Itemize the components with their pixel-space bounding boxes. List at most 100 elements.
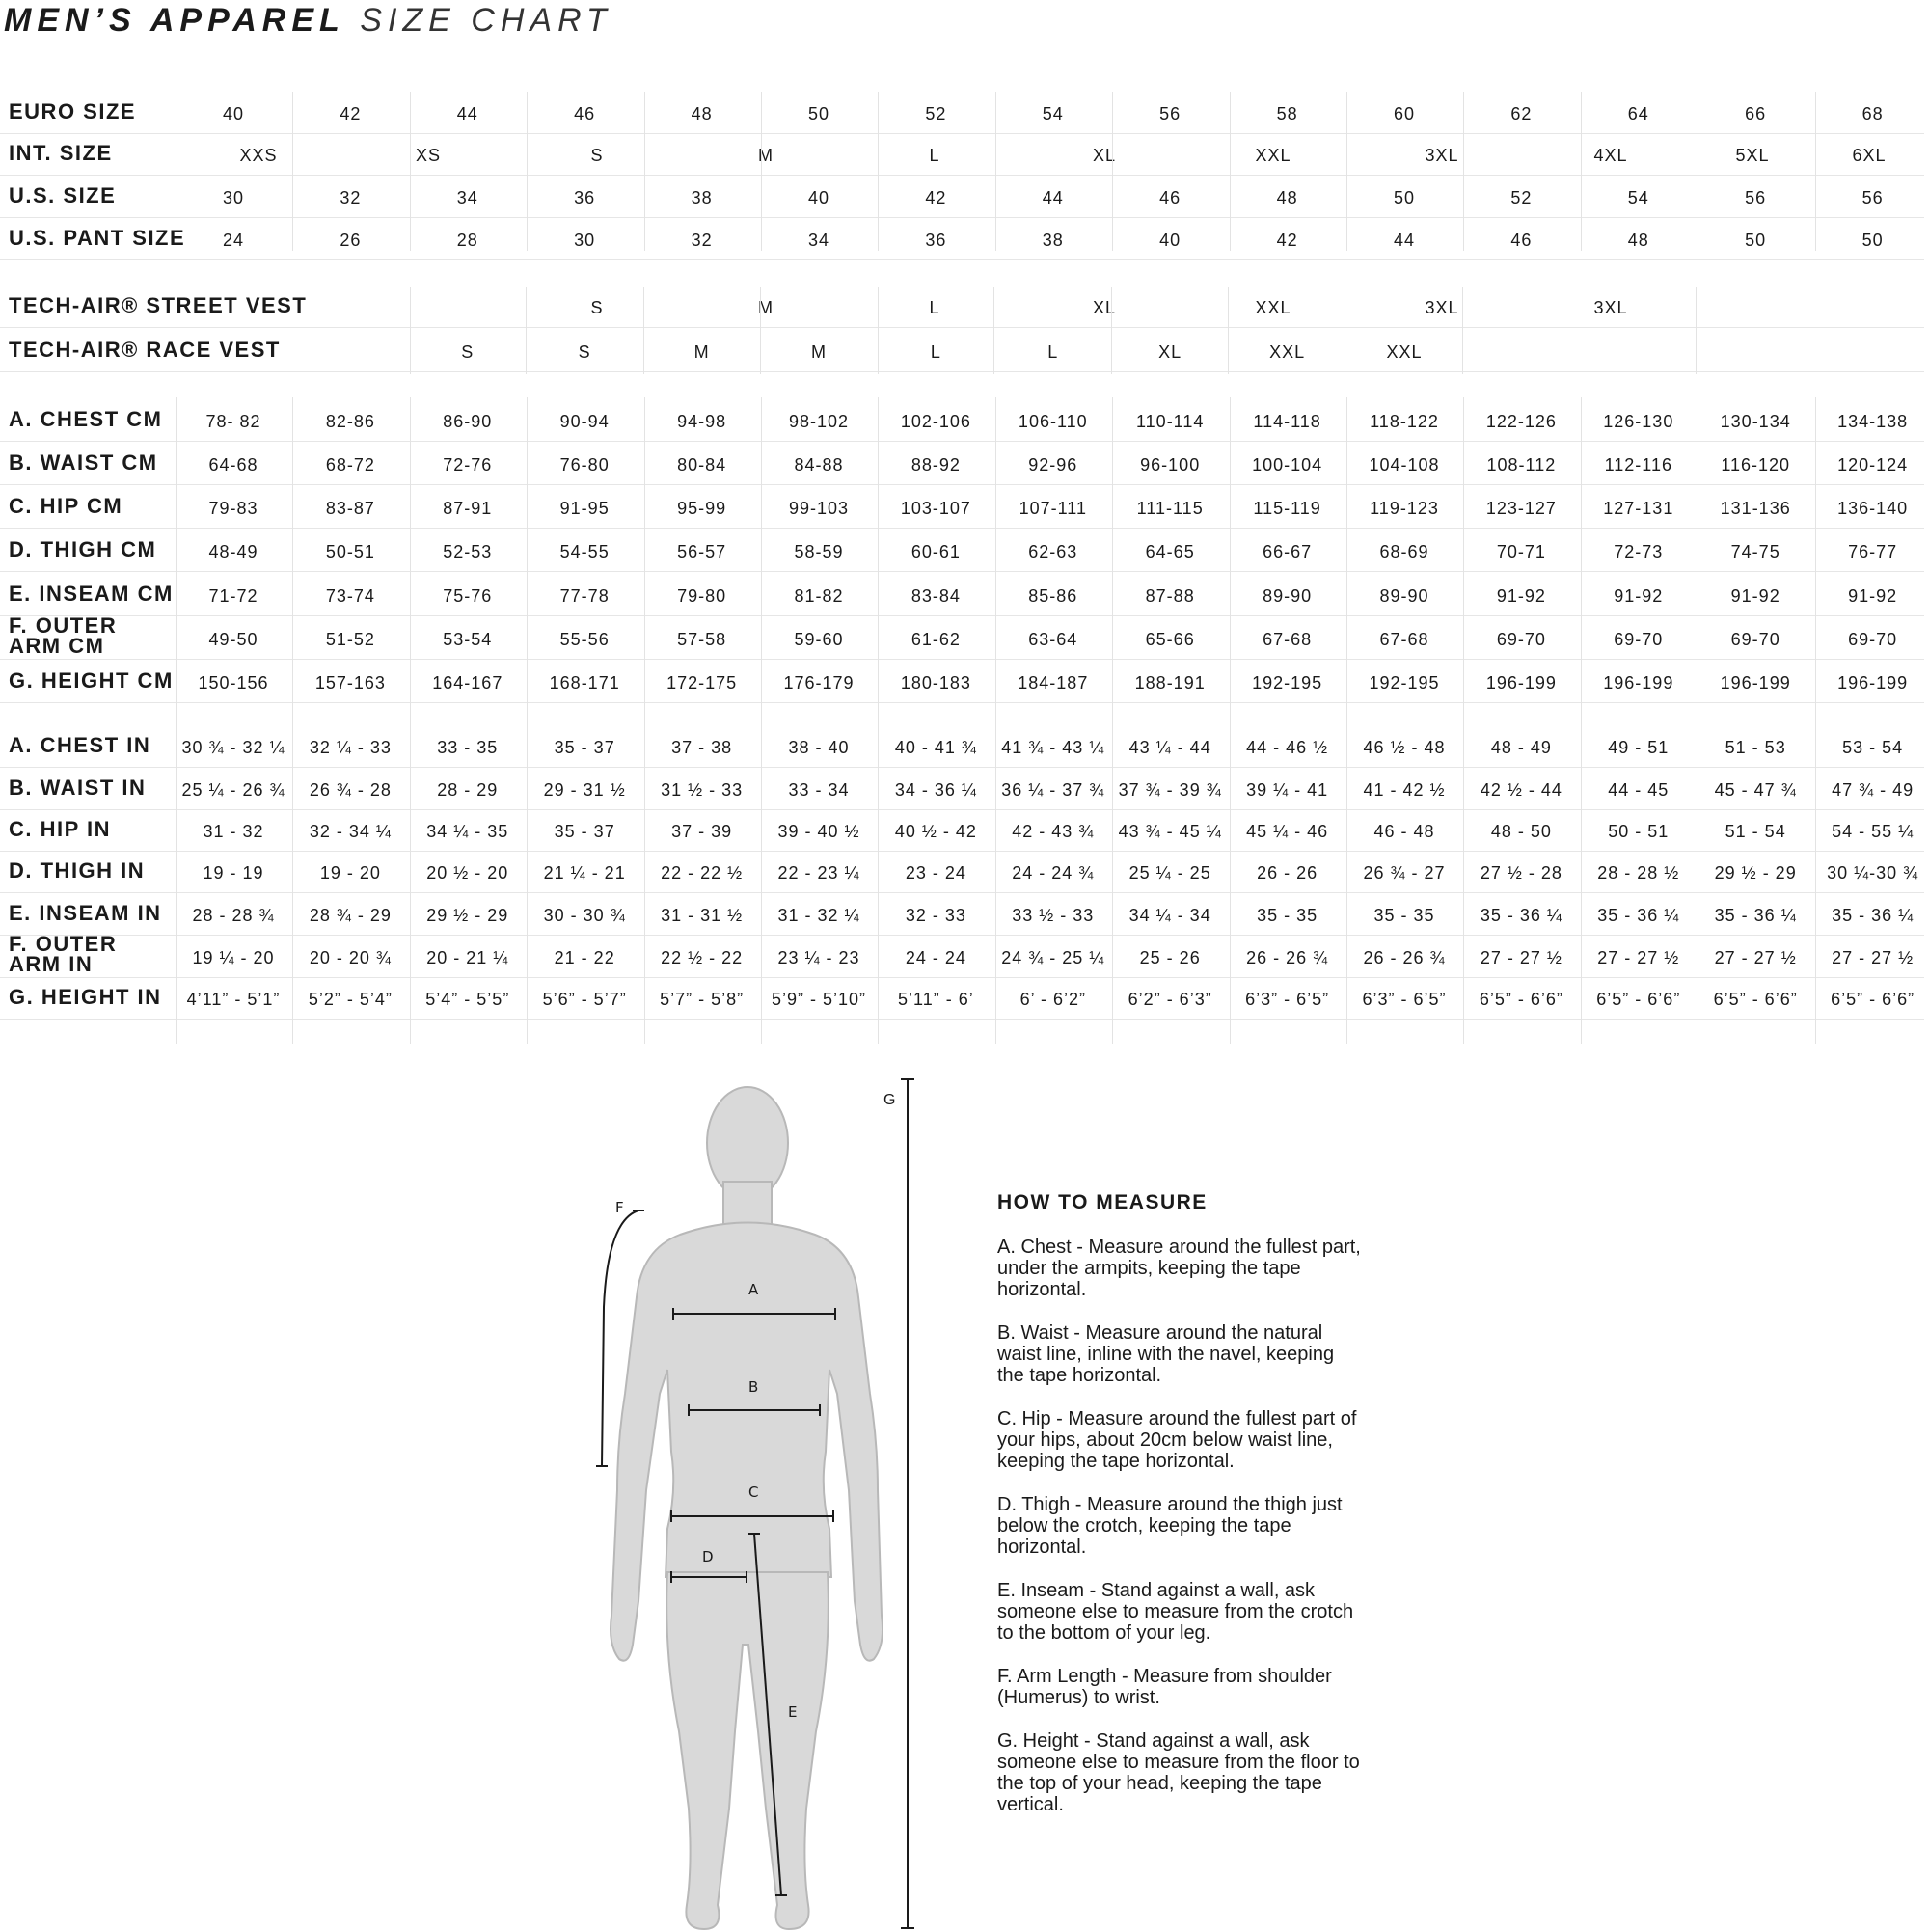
table-cell: 44 - 46 ½: [1246, 738, 1329, 757]
table-cell: 94-98: [677, 412, 727, 431]
height-guide-top-cap: [901, 1078, 914, 1080]
table-cell: 21 - 22: [554, 948, 615, 967]
table-cell: 32 - 33: [905, 906, 966, 925]
table-cell: 37 - 38: [671, 738, 733, 757]
table-cell: 20 - 21 ¼: [426, 948, 509, 967]
table-cell: 57-58: [677, 630, 727, 649]
table-cell: 46: [1510, 231, 1533, 250]
row-label: D. THIGH IN: [9, 858, 146, 883]
height-guide-line: [907, 1078, 909, 1929]
table-cell: 136-140: [1837, 499, 1909, 518]
table-cell: 91-92: [1730, 586, 1780, 606]
table-cell: 99-103: [788, 499, 850, 518]
table-cell: 35 - 35: [1257, 906, 1318, 925]
table-cell: M: [811, 342, 827, 362]
row-label: G. HEIGHT CM: [9, 668, 174, 693]
table-cell: 52-53: [443, 542, 493, 561]
column-divider: [1346, 397, 1347, 1044]
table-cell: 56: [1745, 188, 1767, 207]
table-cell: 102-106: [900, 412, 971, 431]
table-cell: 51 - 54: [1725, 822, 1786, 841]
row-label: EURO SIZE: [9, 99, 137, 123]
table-cell: 51-52: [325, 630, 375, 649]
table-cell: 42: [1276, 231, 1298, 250]
height-guide-bottom-cap: [901, 1927, 914, 1929]
table-cell: 5’11” - 6’: [898, 990, 974, 1009]
table-cell: 46: [574, 104, 596, 123]
column-divider: [1112, 397, 1114, 1044]
title-sub: SIZE CHART: [360, 2, 612, 39]
row-label: F. OUTER ARM CM: [9, 613, 118, 658]
table-cell: 196-199: [1603, 673, 1674, 693]
column-divider: [878, 92, 880, 251]
table-cell: 164-167: [432, 673, 503, 693]
row-divider: [0, 935, 1924, 936]
table-cell: 32 ¼ - 33: [309, 738, 392, 757]
row-divider: [0, 371, 1924, 372]
table-cell: L: [930, 342, 941, 362]
column-divider: [410, 287, 411, 374]
table-cell: 50: [1393, 188, 1416, 207]
table-cell: M: [693, 342, 710, 362]
column-divider: [1696, 287, 1697, 374]
table-cell: 5’4” - 5’5”: [425, 990, 510, 1009]
title-main: MEN’S APPAREL: [4, 2, 345, 39]
table-cell: 48: [1276, 188, 1298, 207]
label-a: A: [748, 1281, 759, 1298]
table-cell: 69-70: [1730, 630, 1780, 649]
table-cell: 43 ¼ - 44: [1128, 738, 1211, 757]
column-divider: [1112, 92, 1114, 251]
row-divider: [0, 217, 1924, 218]
table-cell: XS: [415, 146, 442, 165]
measurement-labels: A B C D E F: [615, 1199, 797, 1721]
table-cell: 100-104: [1252, 455, 1323, 475]
column-divider: [994, 92, 996, 251]
table-cell: 43 ¾ - 45 ¼: [1118, 822, 1222, 841]
column-divider: [1462, 287, 1463, 374]
table-cell: 35 - 37: [554, 822, 615, 841]
table-cell: 89-90: [1263, 586, 1313, 606]
table-cell: 86-90: [443, 412, 493, 431]
row-label: F. OUTER ARM IN: [9, 932, 118, 976]
table-cell: XL: [1092, 146, 1117, 165]
table-cell: 63-64: [1028, 630, 1078, 649]
table-cell: 85-86: [1028, 586, 1078, 606]
table-cell: 65-66: [1145, 630, 1195, 649]
table-cell: 83-87: [325, 499, 375, 518]
row-divider: [0, 615, 1924, 616]
row-divider: [0, 441, 1924, 442]
table-cell: M: [758, 298, 774, 317]
table-cell: XXL: [1255, 146, 1291, 165]
table-cell: 24 ¾ - 25 ¼: [1001, 948, 1105, 967]
table-cell: 77-78: [559, 586, 610, 606]
table-cell: 76-77: [1848, 542, 1898, 561]
table-cell: 110-114: [1135, 412, 1205, 431]
table-cell: 20 - 20 ¾: [309, 948, 392, 967]
table-cell: 192-195: [1369, 673, 1440, 693]
instruction-item: E. Inseam - Stand against a wall, ask so…: [997, 1580, 1354, 1644]
table-cell: 22 ½ - 22: [661, 948, 744, 967]
table-cell: L: [1047, 342, 1059, 362]
table-cell: 31 - 32: [203, 822, 264, 841]
table-cell: 66-67: [1263, 542, 1313, 561]
column-divider: [878, 287, 879, 374]
table-cell: 5’9” - 5’10”: [771, 990, 867, 1009]
table-cell: 46: [1159, 188, 1182, 207]
table-cell: 42 - 43 ¾: [1012, 822, 1095, 841]
row-label: TECH-AIR® STREET VEST: [9, 293, 308, 317]
table-cell: XL: [1092, 298, 1117, 317]
table-cell: 28 - 28 ¾: [192, 906, 275, 925]
table-cell: 53-54: [443, 630, 493, 649]
table-cell: 62-63: [1028, 542, 1078, 561]
table-cell: 54 - 55 ¼: [1832, 822, 1915, 841]
instruction-item: A. Chest - Measure around the fullest pa…: [997, 1237, 1361, 1300]
table-cell: S: [461, 342, 475, 362]
table-cell: 88-92: [910, 455, 961, 475]
table-cell: 90-94: [559, 412, 610, 431]
table-cell: 176-179: [783, 673, 855, 693]
table-cell: 42 ½ - 44: [1480, 780, 1562, 800]
table-cell: 44: [1393, 231, 1416, 250]
